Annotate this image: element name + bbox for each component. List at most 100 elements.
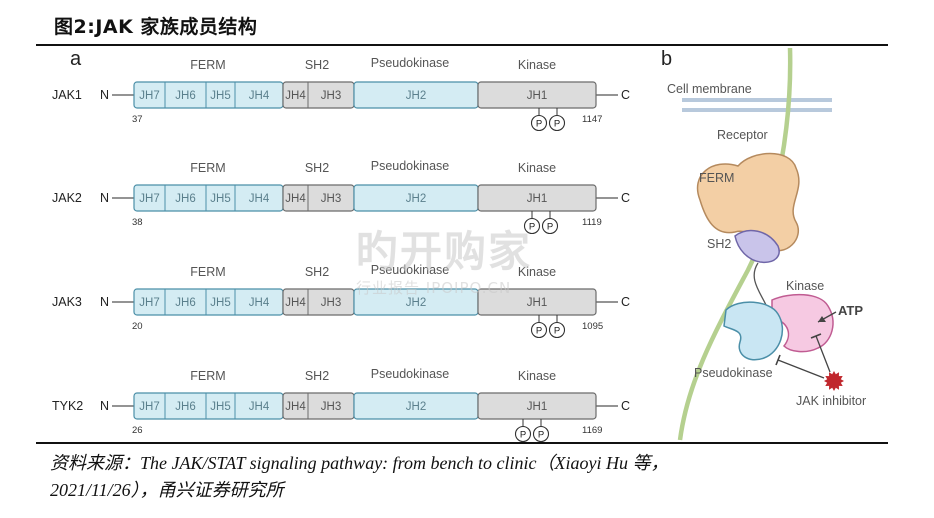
pseudokinase-header: Pseudokinase (371, 367, 450, 381)
panel-a-label: a (70, 48, 82, 70)
inhibit-line-kinase (815, 335, 831, 373)
segment-label-jh2: JH2 (406, 193, 426, 205)
ferm-shape-label: FERM (699, 171, 734, 185)
n-terminus-label: N (100, 399, 109, 413)
ferm-header: FERM (190, 58, 225, 72)
segment-label-jh7: JH7 (139, 90, 159, 102)
phospho-site-icon (514, 425, 532, 443)
bottom-rule (36, 442, 888, 444)
segment-label-jh6: JH6 (175, 297, 195, 309)
panel-b: Cell membrane Receptor FERM SH2 Kinase P… (667, 47, 866, 441)
phospho-label: P (520, 430, 526, 441)
phospho-site-icon (530, 114, 548, 132)
segment-label-jh5: JH5 (210, 90, 230, 102)
receptor-chain (677, 47, 793, 441)
source-note: 资料来源：The JAK/STAT signaling pathway: fro… (50, 450, 890, 504)
protein-name: JAK3 (52, 295, 82, 309)
kinase-domain (477, 81, 597, 109)
inhibitor-star (824, 371, 844, 391)
pseudokinase-header: Pseudokinase (371, 159, 450, 173)
phospho-label: P (547, 222, 553, 233)
source-line-2: 2021/11/26），甬兴证券研究所 (50, 480, 284, 500)
phospho-site-icon (548, 321, 566, 339)
jak-inhibitor-icon (824, 371, 844, 391)
segment-label-jh6: JH6 (175, 90, 195, 102)
kinase-shape (771, 293, 834, 353)
segment-label-jh3: JH3 (321, 90, 341, 102)
linker-line (753, 262, 767, 306)
n-terminus-label: N (100, 88, 109, 102)
ferm-header: FERM (190, 265, 225, 279)
kinase-domain (477, 288, 597, 316)
segment-label-jh7: JH7 (139, 401, 159, 413)
atp-arrowhead (818, 316, 826, 322)
kinase-domain (477, 184, 597, 212)
receptor-label: Receptor (717, 128, 768, 142)
pseudokinase-header: Pseudokinase (371, 263, 450, 277)
segment-label-jh3: JH3 (321, 401, 341, 413)
pseudokinase-header: Pseudokinase (371, 56, 450, 70)
segment-label-jh6: JH6 (175, 401, 195, 413)
end-residue: 1169 (582, 425, 602, 436)
segment-label-jh1: JH1 (527, 193, 547, 205)
protein-name: JAK2 (52, 191, 82, 205)
segment-label-jh3: JH3 (321, 297, 341, 309)
phospho-label: P (536, 119, 542, 130)
start-residue: 37 (132, 114, 143, 125)
ferm-shape (696, 152, 800, 252)
kinase-header: Kinase (518, 265, 556, 279)
segment-label-jh1: JH1 (527, 297, 547, 309)
n-terminus-label: N (100, 295, 109, 309)
sh2-header: SH2 (305, 369, 329, 383)
kinase-domain (477, 392, 597, 420)
jak-inhibitor-label: JAK inhibitor (796, 394, 866, 408)
segment-label-jh4: JH4 (285, 297, 306, 309)
inhibit-bar-pseudo (775, 354, 781, 366)
segment-label-jh7: JH7 (139, 297, 159, 309)
phospho-site-icon (530, 321, 548, 339)
kinase-header: Kinase (518, 58, 556, 72)
segment-label-jh1: JH1 (527, 90, 547, 102)
segment-label-jh3: JH3 (321, 193, 341, 205)
start-residue: 20 (132, 321, 143, 332)
protein-name: JAK1 (52, 88, 82, 102)
c-terminus-label: C (621, 399, 630, 413)
ferm-header: FERM (190, 161, 225, 175)
segment-label-jh5: JH5 (210, 401, 230, 413)
kinase-shape-label: Kinase (786, 279, 824, 293)
start-residue: 26 (132, 425, 143, 436)
cell-membrane-label: Cell membrane (667, 82, 752, 96)
segment-label-jh4: JH4 (285, 90, 306, 102)
sh2-shape-label: SH2 (707, 237, 731, 251)
segment-label-jh4: JH4 (285, 193, 306, 205)
pseudokinase-shape (723, 301, 784, 361)
phospho-label: P (529, 222, 535, 233)
phospho-label: P (554, 326, 560, 337)
phospho-site-icon (532, 425, 550, 443)
kinase-header: Kinase (518, 369, 556, 383)
segment-label-jh4: JH4 (249, 90, 270, 102)
inhibit-line-pseudo (777, 359, 825, 379)
source-line-1: 资料来源：The JAK/STAT signaling pathway: fro… (50, 453, 669, 473)
end-residue: 1147 (582, 114, 602, 125)
phospho-label: P (554, 119, 560, 130)
phospho-label: P (538, 430, 544, 441)
phospho-site-icon (523, 217, 541, 235)
segment-label-jh4: JH4 (249, 297, 270, 309)
segment-label-jh1: JH1 (527, 401, 547, 413)
sh2-header: SH2 (305, 161, 329, 175)
panel-b-label: b (661, 48, 672, 70)
segment-label-jh7: JH7 (139, 193, 159, 205)
segment-label-jh5: JH5 (210, 193, 230, 205)
segment-label-jh4: JH4 (285, 401, 306, 413)
segment-label-jh2: JH2 (406, 297, 426, 309)
end-residue: 1119 (582, 217, 602, 228)
start-residue: 38 (132, 217, 143, 228)
top-rule (36, 44, 888, 46)
end-residue: 1095 (582, 321, 603, 332)
atp-label: ATP (838, 303, 863, 318)
ferm-header: FERM (190, 369, 225, 383)
